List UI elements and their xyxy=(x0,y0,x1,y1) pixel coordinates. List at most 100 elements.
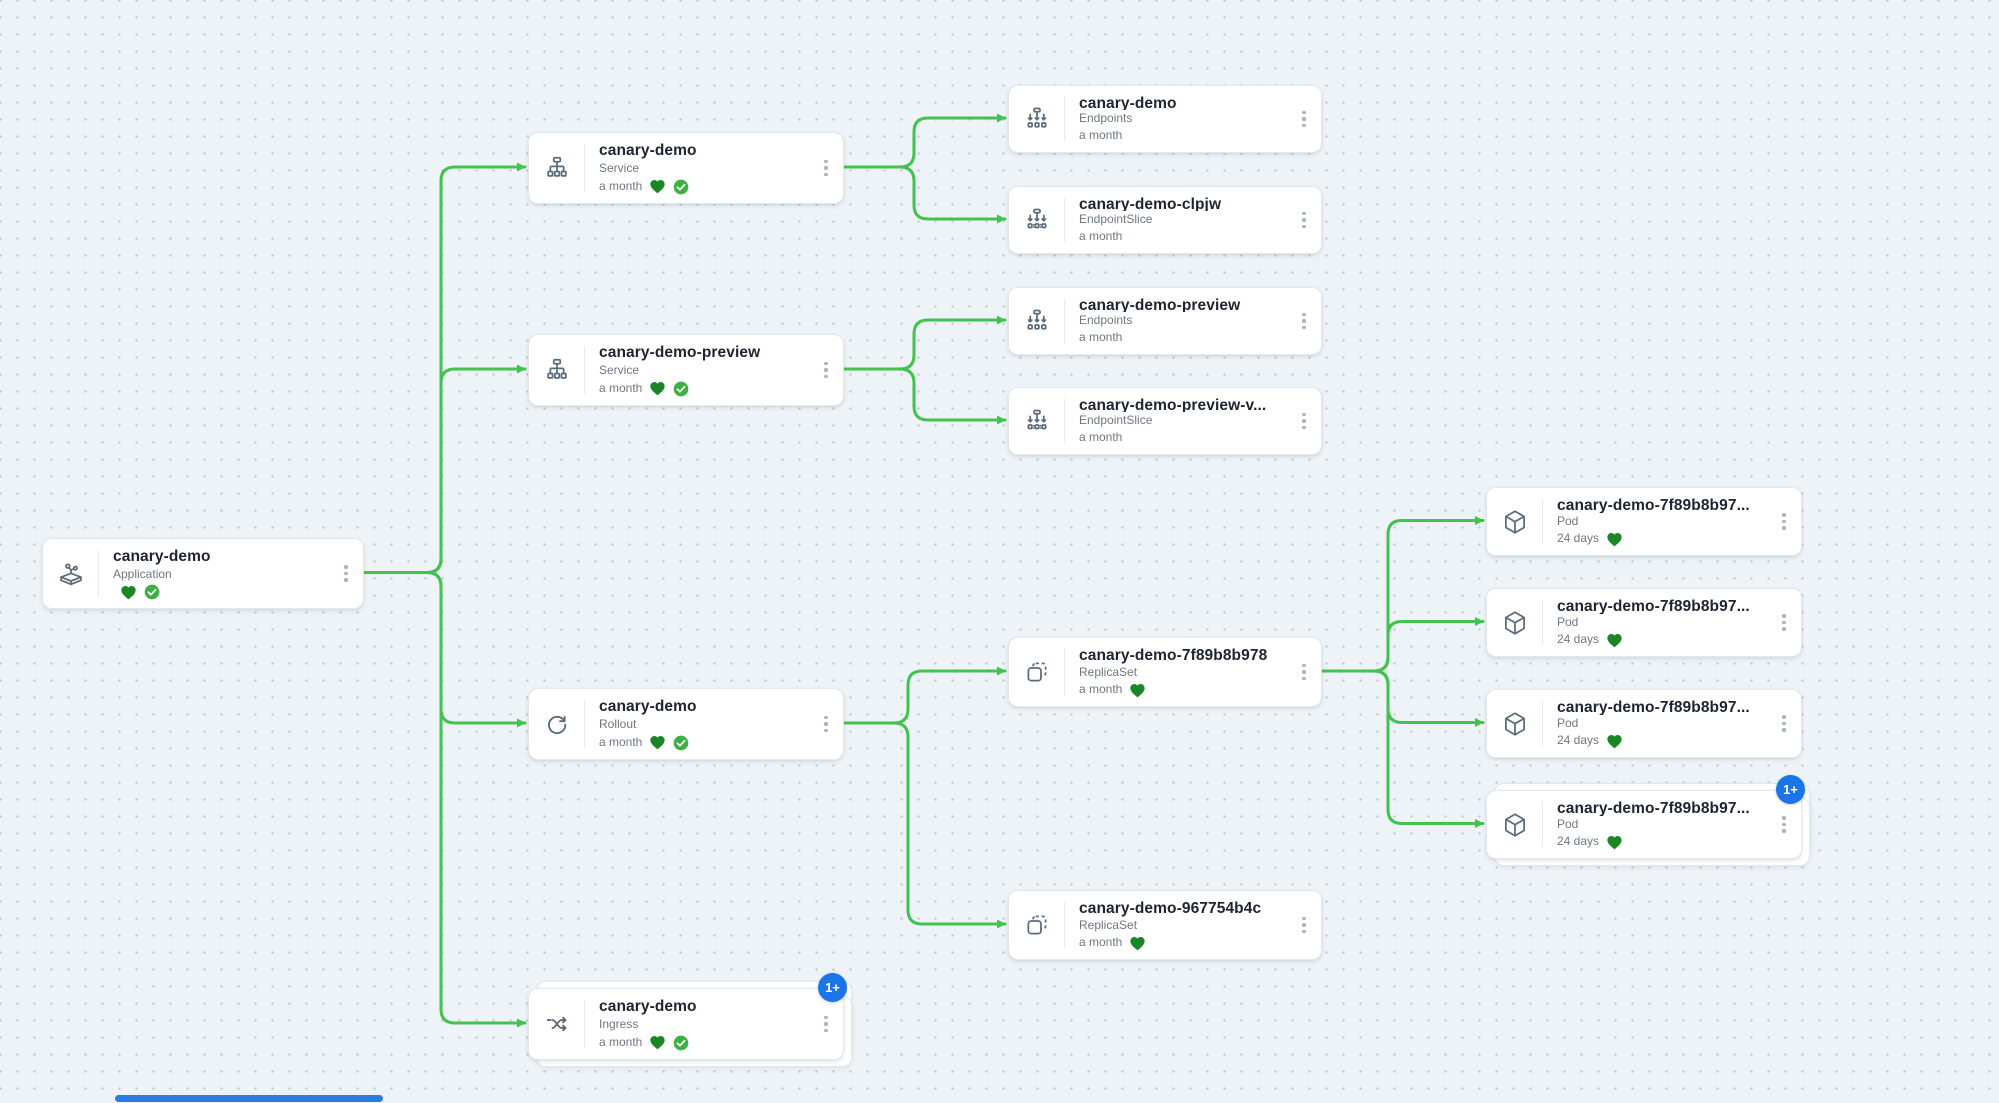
node-kind: Ingress xyxy=(599,1017,639,1032)
node-menu-button[interactable] xyxy=(817,155,835,181)
node-menu-button[interactable] xyxy=(817,711,835,737)
node-kind: Endpoints xyxy=(1079,312,1133,327)
node-menu-button[interactable] xyxy=(817,1011,835,1037)
healthy-heart-icon xyxy=(649,179,666,194)
node-title: canary-demo xyxy=(113,548,211,565)
edge-rs1-pod1 xyxy=(1318,516,1485,673)
node-age: 24 days xyxy=(1557,531,1600,546)
card-divider xyxy=(1064,198,1065,242)
node-menu-button[interactable] xyxy=(337,561,355,587)
node-rs2[interactable]: canary-demo-967754b4c ReplicaSet a month xyxy=(1008,890,1322,960)
node-menu-button[interactable] xyxy=(1775,711,1793,737)
synced-check-icon xyxy=(673,381,689,397)
node-kind: Pod xyxy=(1557,614,1579,629)
node-age: a month xyxy=(1079,935,1123,950)
service-icon xyxy=(529,335,584,405)
healthy-heart-icon xyxy=(120,585,137,600)
card-divider xyxy=(1542,802,1543,847)
node-menu-button[interactable] xyxy=(1775,812,1793,838)
edge-app-svc1 xyxy=(360,162,527,574)
node-title: canary-demo-clpjw xyxy=(1079,196,1222,211)
edge-app-rollout xyxy=(360,571,527,728)
node-kind: Pod xyxy=(1557,715,1579,730)
node-title: canary-demo-967754b4c xyxy=(1079,900,1262,917)
card-divider xyxy=(98,550,99,597)
endpoints-icon xyxy=(1009,288,1064,354)
node-rs1[interactable]: canary-demo-7f89b8b978 ReplicaSet a mont… xyxy=(1008,637,1322,707)
node-kind: ReplicaSet xyxy=(1079,917,1138,932)
node-age: 24 days xyxy=(1557,632,1600,647)
node-menu-button[interactable] xyxy=(1775,509,1793,535)
node-pod2[interactable]: canary-demo-7f89b8b97... Pod 24 days xyxy=(1486,588,1802,657)
pod-icon xyxy=(1487,690,1542,757)
node-svc2[interactable]: canary-demo-preview Service a month xyxy=(528,334,844,406)
more-items-badge[interactable]: 1+ xyxy=(1776,775,1805,804)
edge-svc2-ep2 xyxy=(840,315,1007,371)
node-menu-button[interactable] xyxy=(1295,912,1313,938)
node-menu-button[interactable] xyxy=(1295,659,1313,685)
edge-app-svc2 xyxy=(360,364,527,574)
node-age: a month xyxy=(599,179,643,194)
pod-icon xyxy=(1487,589,1542,656)
node-age: a month xyxy=(599,1035,643,1050)
node-ingress[interactable]: 1+ canary-demo Ingress a month xyxy=(528,973,847,1060)
node-eps1[interactable]: canary-demo-clpjw EndpointSlice a month xyxy=(1008,186,1322,254)
horizontal-scrollbar-thumb[interactable] xyxy=(115,1095,383,1102)
node-pod3[interactable]: canary-demo-7f89b8b97... Pod 24 days xyxy=(1486,689,1802,758)
rollout-icon xyxy=(529,689,584,759)
healthy-heart-icon xyxy=(1606,835,1623,850)
edge-rs1-pod4 xyxy=(1318,669,1485,828)
node-age: a month xyxy=(599,381,643,396)
node-title: canary-demo-preview-v... xyxy=(1079,397,1267,412)
healthy-heart-icon xyxy=(1606,532,1623,547)
card-divider xyxy=(1064,97,1065,141)
node-menu-button[interactable] xyxy=(1295,106,1313,132)
node-kind: EndpointSlice xyxy=(1079,412,1153,427)
node-menu-button[interactable] xyxy=(1775,610,1793,636)
node-ep2[interactable]: canary-demo-preview Endpoints a month xyxy=(1008,287,1322,355)
synced-check-icon xyxy=(673,1035,689,1051)
node-pod4[interactable]: 1+ canary-demo-7f89b8b97... Pod 24 days xyxy=(1486,775,1805,859)
healthy-heart-icon xyxy=(649,381,666,396)
node-rollout[interactable]: canary-demo Rollout a month xyxy=(528,688,844,760)
node-menu-button[interactable] xyxy=(1295,408,1313,434)
edge-rollout-rs2 xyxy=(840,721,1007,929)
service-icon xyxy=(529,133,584,203)
node-menu-button[interactable] xyxy=(1295,207,1313,233)
node-kind: EndpointSlice xyxy=(1079,211,1153,226)
node-kind: Pod xyxy=(1557,513,1579,528)
node-title: canary-demo-7f89b8b97... xyxy=(1557,699,1750,715)
node-age: a month xyxy=(1079,430,1123,445)
node-title: canary-demo xyxy=(599,998,697,1016)
healthy-heart-icon xyxy=(649,735,666,750)
node-title: canary-demo xyxy=(599,142,697,160)
card-divider xyxy=(1064,299,1065,343)
node-menu-button[interactable] xyxy=(1295,308,1313,334)
node-menu-button[interactable] xyxy=(817,357,835,383)
card-divider xyxy=(584,1000,585,1048)
node-title: canary-demo-7f89b8b978 xyxy=(1079,647,1268,664)
node-eps2[interactable]: canary-demo-preview-v... EndpointSlice a… xyxy=(1008,387,1322,455)
node-kind: Pod xyxy=(1557,816,1579,831)
edge-svc2-eps2 xyxy=(840,367,1007,425)
endpointslice-icon xyxy=(1009,388,1064,454)
more-items-badge[interactable]: 1+ xyxy=(818,973,847,1002)
node-svc1[interactable]: canary-demo Service a month xyxy=(528,132,844,204)
card-divider xyxy=(584,144,585,192)
node-age: a month xyxy=(1079,229,1123,244)
node-title: canary-demo-7f89b8b97... xyxy=(1557,598,1750,614)
card-divider xyxy=(584,346,585,394)
synced-check-icon xyxy=(673,735,689,751)
node-kind: Application xyxy=(113,566,172,581)
ingress-icon xyxy=(529,989,584,1059)
card-divider xyxy=(1542,499,1543,544)
node-title: canary-demo-preview xyxy=(1079,297,1241,312)
node-pod1[interactable]: canary-demo-7f89b8b97... Pod 24 days xyxy=(1486,487,1802,556)
replicaset-icon xyxy=(1009,638,1064,706)
card-divider xyxy=(1542,701,1543,746)
card-divider xyxy=(584,700,585,748)
node-ep1[interactable]: canary-demo Endpoints a month xyxy=(1008,85,1322,153)
card-divider xyxy=(1064,902,1065,948)
node-app[interactable]: canary-demo Application xyxy=(42,538,364,609)
